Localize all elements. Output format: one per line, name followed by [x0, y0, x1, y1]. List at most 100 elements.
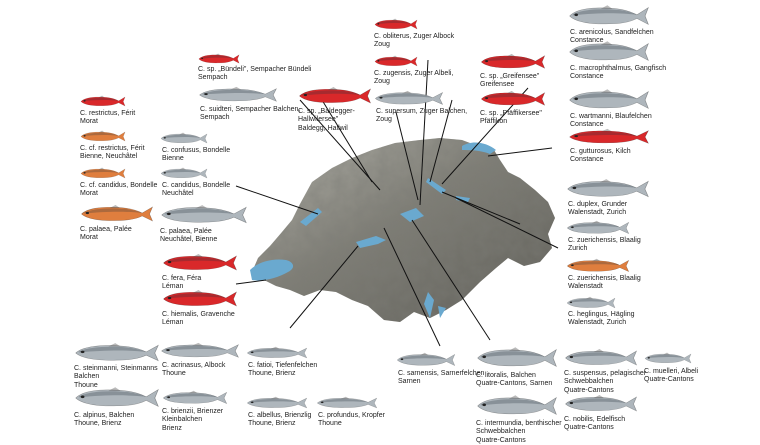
fish-zuerichensis_w [566, 258, 630, 274]
species-location: Thoune [74, 381, 98, 389]
species-location: Pfäffikon [480, 118, 508, 126]
species-name: C. acrinasus, Albock [162, 362, 226, 369]
species-location: Walenstadt, Zurich [568, 209, 627, 217]
fish-supersum [374, 90, 444, 107]
species-name: C. zuerichensis, Blaalig [568, 275, 641, 282]
species-name: C. albellus, Brienzlig [248, 412, 312, 419]
fish-wartmanni [568, 88, 650, 112]
fish-palaea_morat [80, 204, 154, 224]
species-location: Constance [570, 121, 604, 129]
species-name: C. profundus, Kropfer [318, 412, 385, 419]
fish-zugensis [374, 55, 418, 68]
species-location: Zoug [376, 116, 392, 124]
fish-litoralis [476, 346, 558, 370]
species-name: C. zuerichensis, Blaalig [568, 237, 641, 244]
fish-candidus [160, 167, 208, 180]
species-name: C. sp. „Baldegger- [298, 108, 355, 115]
species-name: C. macrophthalmus, Gangfisch [570, 65, 667, 72]
species-location: Thoune, Brienz [248, 370, 296, 378]
species-location: Constance [570, 37, 604, 45]
species-name: C. fera, Féra [162, 275, 202, 282]
species-location: Thoune [162, 370, 186, 378]
fish-restrictus [80, 95, 126, 108]
fish-profundus [316, 396, 378, 410]
fish-acrinasus [160, 342, 240, 360]
lake-constance [462, 142, 496, 154]
fish-pfaeffikersee [480, 90, 546, 108]
fish-muelleri [644, 352, 692, 365]
species-location: Morat [80, 118, 98, 126]
species-name: C. cf. restrictus, Férit [80, 145, 145, 152]
species-location: Constance [570, 156, 604, 164]
lake-maggiore [424, 292, 434, 318]
species-name: C. candidus, Bondelle [162, 182, 231, 189]
species-location: Quatre-Cantons [564, 386, 614, 394]
fish-cf_candidus [80, 167, 126, 180]
species-location: Balchen [74, 373, 100, 381]
fish-fera [162, 253, 238, 273]
species-location: Sarnen [398, 378, 421, 386]
fish-sarnensis [396, 352, 456, 368]
species-label-greifensee: C. sp. „Greifensee"Greifensee [480, 73, 539, 90]
lake-walenstadt [456, 196, 470, 202]
species-name: C. steinmanni, Steinmanns [74, 365, 158, 372]
species-location: Quatre-Cantons [564, 424, 614, 432]
species-location: Hallwilersee" [298, 116, 339, 124]
species-label-pfaeffikersee: C. sp. „Pfäffikersee"Pfäffikon [480, 110, 542, 127]
lakes [250, 142, 496, 318]
species-location: Thoune [318, 420, 342, 428]
species-name: C. sp. „Bündeli", Sempacher Bündeli [198, 66, 312, 73]
species-name: C. litoralis, Balchen [476, 372, 536, 379]
lake-lugano [438, 306, 446, 318]
fish-palaea_nb [160, 204, 248, 226]
species-name: C. sp. „Pfäffikersee" [480, 110, 542, 117]
species-name: C. fatioi, Tiefenfelchen [248, 362, 318, 369]
species-location: Sempach [198, 74, 228, 82]
species-location: Kleinbalchen [162, 416, 203, 424]
lake-lucerne [400, 208, 424, 222]
species-location: Léman [162, 283, 184, 291]
species-location: Thoune, Brienz [74, 420, 122, 428]
fish-cf_restrictus [80, 130, 126, 143]
species-location: Constance [570, 73, 604, 81]
species-location: Quatre-Cantons [476, 436, 526, 444]
species-location: Schwebbalchen [564, 378, 614, 386]
fish-arenicolus [568, 4, 650, 28]
species-label-suidteri: C. suidteri, Sempacher Balchen,Sempach [200, 106, 300, 123]
fish-greifensee [480, 53, 546, 71]
switzerland-outline [252, 138, 555, 322]
species-location: Walenstadt, Zurich [568, 319, 627, 327]
lake-leman [250, 259, 294, 281]
species-location: Schwebbalchen [476, 428, 526, 436]
species-name: C. palaea, Palée [80, 226, 132, 233]
species-name: C. brienzii, Brienzer [162, 408, 224, 415]
fish-albellus [246, 396, 308, 410]
species-name: C. supersum, Zuger Balchen, [376, 108, 468, 115]
species-name: C. sarnensis, Sarnerfelchen [398, 370, 485, 377]
species-label-baldegger: C. sp. „Baldegger-Hallwilersee"Baldegg, … [298, 108, 355, 133]
species-name: C. heglingus, Hägling [568, 311, 635, 318]
species-name: C. muelleri, Albeli [644, 368, 699, 375]
species-location: Zoug [374, 41, 390, 49]
fish-gutturosus [568, 128, 650, 146]
lake-thun-brienz [356, 236, 386, 248]
